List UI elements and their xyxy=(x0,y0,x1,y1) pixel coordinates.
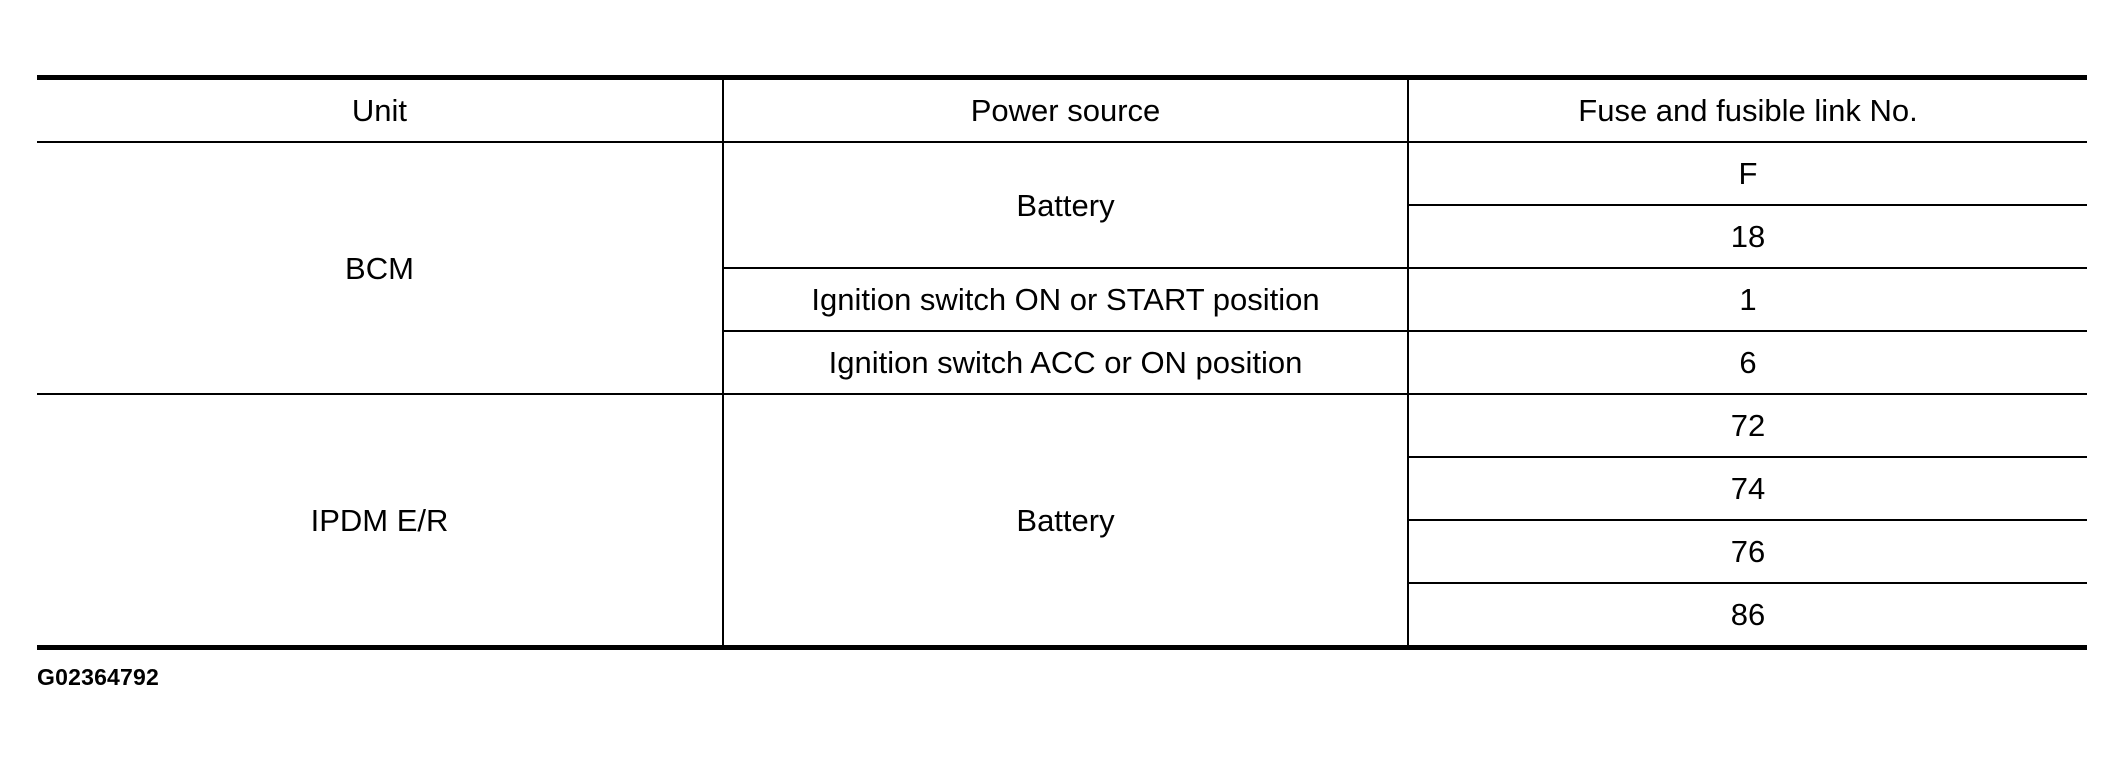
unit-cell-ipdm-er: IPDM E/R xyxy=(37,394,723,649)
power-supply-table: Unit Power source Fuse and fusible link … xyxy=(37,75,2087,650)
table-row: 76 xyxy=(37,520,2087,584)
power-source-cell: Battery xyxy=(722,394,1408,649)
fuse-cell: 72 xyxy=(1407,394,2087,458)
fuse-cell: 18 xyxy=(1407,205,2087,269)
table-row: BCM Battery F xyxy=(37,142,2087,395)
table-row: Ignition switch ON or START position 1 xyxy=(37,268,2087,332)
fuse-cell: F xyxy=(1407,142,2087,206)
power-source-cell: Ignition switch ACC or ON position xyxy=(722,331,1408,395)
fuse-cell: 76 xyxy=(1407,520,2087,584)
table-row: 18 xyxy=(37,205,2087,269)
table-row: 74 xyxy=(37,457,2087,521)
header-unit: Unit xyxy=(37,77,723,143)
power-source-cell: Ignition switch ON or START position xyxy=(722,268,1408,332)
fuse-cell: 6 xyxy=(1407,331,2087,395)
figure-id-label: G02364792 xyxy=(37,664,160,690)
header-fuse-link-no: Fuse and fusible link No. xyxy=(1407,77,2087,143)
unit-cell-bcm: BCM xyxy=(37,142,723,395)
table-row: 86 xyxy=(37,583,2087,648)
power-source-cell: Battery xyxy=(722,142,1408,269)
table-row: IPDM E/R Battery 72 xyxy=(37,394,2087,649)
fuse-cell: 74 xyxy=(1407,457,2087,521)
table-header-row: Unit Power source Fuse and fusible link … xyxy=(37,77,2087,143)
header-power-source: Power source xyxy=(722,77,1408,143)
fuse-cell: 1 xyxy=(1407,268,2087,332)
table-row: Ignition switch ACC or ON position 6 xyxy=(37,331,2087,395)
fuse-cell: 86 xyxy=(1407,583,2087,648)
